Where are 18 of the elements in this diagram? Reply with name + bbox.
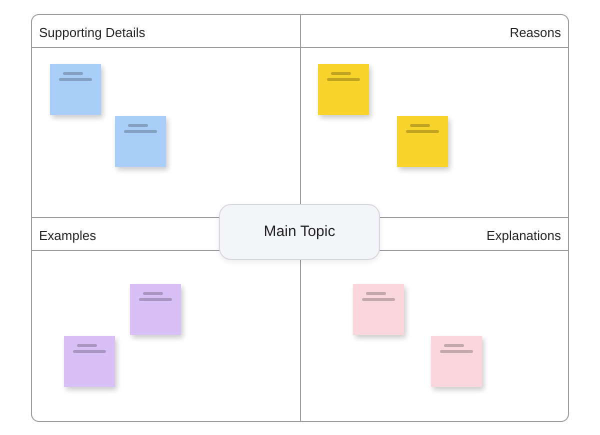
sticky-note [353, 284, 404, 335]
quadrant-panel [300, 14, 569, 218]
sticky-note [431, 336, 482, 387]
sticky-note [130, 284, 181, 335]
quadrant-heading: Supporting Details [39, 24, 146, 42]
quadrant-panel [31, 14, 301, 218]
sticky-note [115, 116, 166, 167]
quadrant-heading: Explanations [486, 227, 561, 245]
sticky-note [50, 64, 101, 115]
sticky-note [318, 64, 369, 115]
topic-box [219, 204, 380, 260]
quadrant-panel [31, 217, 301, 422]
quadrant-panel [300, 217, 569, 422]
quadrant-heading: Examples [39, 227, 96, 245]
sticky-note [397, 116, 448, 167]
topic-text: Main Topic [264, 222, 336, 242]
sticky-note [64, 336, 115, 387]
quadrant-heading: Reasons [510, 24, 561, 42]
